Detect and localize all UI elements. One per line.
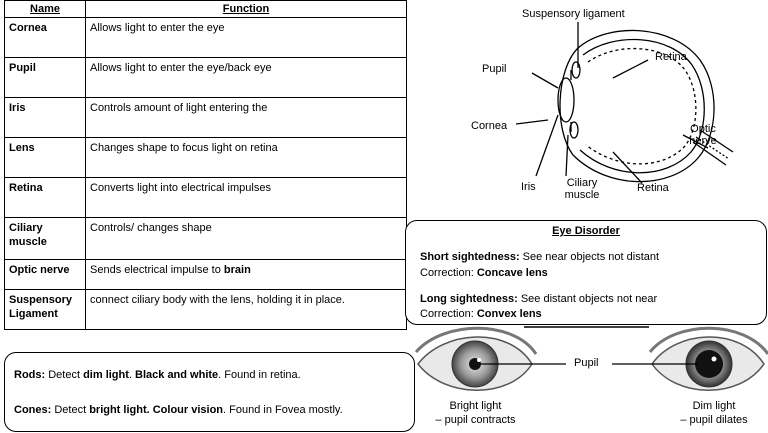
eye-disorder-box: Eye Disorder Short sightedness: See near… bbox=[405, 220, 767, 325]
cones-line: Cones: Detect bright light. Colour visio… bbox=[14, 404, 343, 416]
cones-text-2: . Found in Fovea mostly. bbox=[223, 404, 343, 416]
label-muscle: muscle bbox=[564, 189, 600, 201]
label-pupil-comparison: Pupil bbox=[574, 357, 599, 369]
short-correction-value: Concave lens bbox=[476, 267, 548, 279]
row-function-text: Sends electrical impulse to bbox=[90, 264, 224, 276]
row-name: Suspensory Ligament bbox=[4, 289, 86, 330]
row-function: Changes shape to focus light on retina bbox=[85, 137, 407, 178]
table-row: Retina Converts light into electrical im… bbox=[4, 177, 407, 218]
table-row: Suspensory Ligament connect ciliary body… bbox=[4, 289, 407, 330]
rods-bold-1: dim light bbox=[83, 369, 129, 381]
long-correction-label: Correction: bbox=[420, 308, 477, 320]
row-function: connect ciliary body with the lens, hold… bbox=[85, 289, 407, 330]
bright-light-desc: – pupil contracts bbox=[435, 414, 516, 426]
short-correction-label: Correction: bbox=[420, 267, 477, 279]
row-function: Controls amount of light entering the bbox=[85, 97, 407, 138]
row-name: Pupil bbox=[4, 57, 86, 98]
label-cornea: Cornea bbox=[471, 120, 508, 132]
rods-label: Rods: bbox=[14, 369, 46, 381]
long-sightedness-text: See distant objects not near bbox=[517, 293, 658, 305]
bright-light-eye bbox=[414, 326, 538, 391]
table-row: Optic nerve Sends electrical impulse to … bbox=[4, 259, 407, 290]
long-correction-value: Convex lens bbox=[476, 308, 542, 320]
bright-light-title: Bright light bbox=[449, 400, 502, 412]
dim-light-label: Dim light – pupil dilates bbox=[664, 399, 764, 427]
row-function: Allows light to enter the eye/back eye bbox=[85, 57, 407, 98]
row-name: Lens bbox=[4, 137, 86, 178]
eye-diagram bbox=[515, 22, 734, 184]
label-retina-bottom: Retina bbox=[637, 182, 669, 194]
row-function: Converts light into electrical impulses bbox=[85, 177, 407, 218]
long-correction-line: Correction: Convex lens bbox=[420, 307, 542, 321]
table-row: Cornea Allows light to enter the eye bbox=[4, 17, 407, 58]
row-name: Retina bbox=[4, 177, 86, 218]
dim-light-title: Dim light bbox=[692, 400, 736, 412]
cones-bold-1: bright light. Colour vision bbox=[89, 404, 224, 416]
short-sightedness-label: Short sightedness: bbox=[420, 251, 520, 263]
table-row: Pupil Allows light to enter the eye/back… bbox=[4, 57, 407, 98]
table-header: Name Function bbox=[4, 0, 407, 18]
table-row: Lens Changes shape to focus light on ret… bbox=[4, 137, 407, 178]
label-iris: Iris bbox=[521, 181, 536, 193]
row-name: Optic nerve bbox=[4, 259, 86, 290]
function-table: Name Function Cornea Allows light to ent… bbox=[4, 0, 407, 330]
eye-disorder-title: Eye Disorder bbox=[552, 225, 620, 237]
long-sightedness-label: Long sightedness: bbox=[420, 293, 518, 305]
label-suspensory-ligament: Suspensory ligament bbox=[522, 8, 625, 20]
long-sightedness-line: Long sightedness: See distant objects no… bbox=[420, 292, 657, 306]
short-sightedness-text: See near objects not distant bbox=[519, 251, 660, 263]
rods-text-3: . Found in retina. bbox=[218, 369, 301, 381]
short-sightedness-line: Short sightedness: See near objects not … bbox=[420, 250, 659, 264]
dim-light-eye bbox=[648, 326, 768, 391]
header-function: Function bbox=[85, 0, 407, 18]
pupil-comparison-diagram bbox=[414, 326, 768, 391]
label-pupil: Pupil bbox=[482, 63, 507, 75]
rods-bold-2: Black and white bbox=[135, 369, 219, 381]
row-name: Ciliary muscle bbox=[4, 217, 86, 260]
label-ciliary-muscle: Ciliary muscle bbox=[560, 177, 604, 201]
rods-line: Rods: Detect dim light. Black and white.… bbox=[14, 369, 301, 381]
cones-text-1: Detect bbox=[51, 404, 90, 416]
label-optic: Optic bbox=[690, 123, 716, 135]
dim-light-desc: – pupil dilates bbox=[680, 414, 748, 426]
row-function: Controls/ changes shape bbox=[85, 217, 407, 260]
row-function: Allows light to enter the eye bbox=[85, 17, 407, 58]
rods-cones-box: Rods: Detect dim light. Black and white.… bbox=[4, 352, 415, 432]
cones-label: Cones: bbox=[14, 404, 52, 416]
bright-light-label: Bright light – pupil contracts bbox=[418, 399, 533, 427]
row-name: Iris bbox=[4, 97, 86, 138]
table-row: Iris Controls amount of light entering t… bbox=[4, 97, 407, 138]
row-function: Sends electrical impulse to brain bbox=[85, 259, 407, 290]
header-name: Name bbox=[4, 0, 86, 18]
row-function-bold: brain bbox=[223, 264, 251, 276]
row-name: Cornea bbox=[4, 17, 86, 58]
rods-text-2: . bbox=[128, 369, 136, 381]
label-ciliary: Ciliary bbox=[566, 177, 598, 189]
label-optic-nerve: Optic nerve bbox=[683, 123, 723, 147]
rods-text-1: Detect bbox=[45, 369, 84, 381]
table-row: Ciliary muscle Controls/ changes shape bbox=[4, 217, 407, 260]
label-retina-top: Retina bbox=[655, 51, 687, 63]
short-correction-line: Correction: Concave lens bbox=[420, 266, 548, 280]
label-nerve: nerve bbox=[689, 135, 717, 147]
